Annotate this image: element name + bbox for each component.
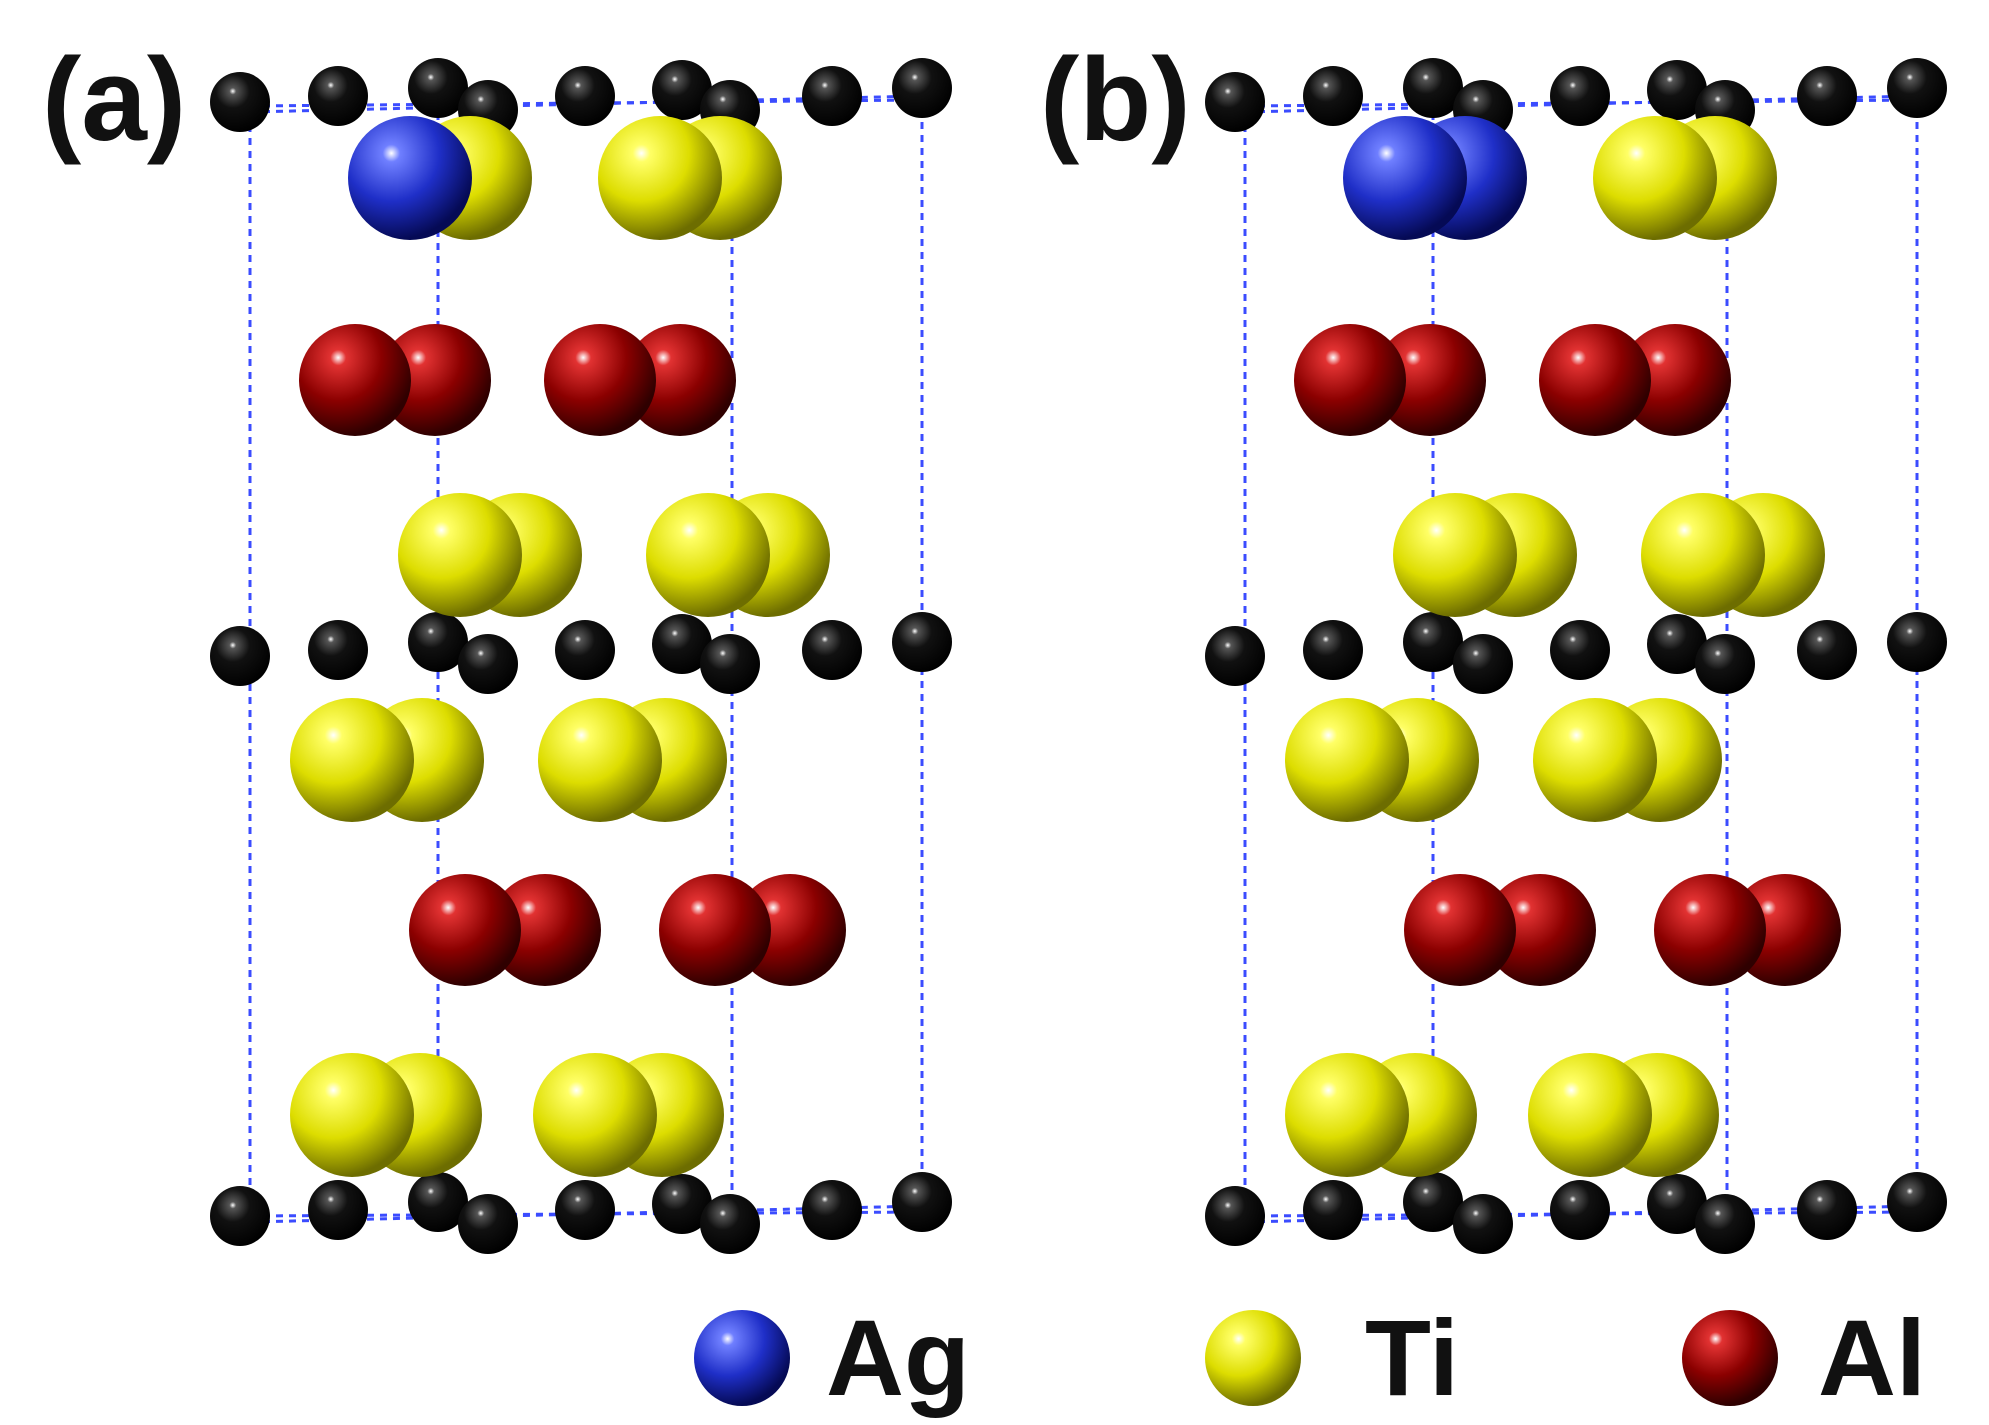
al-atom <box>1619 324 1731 436</box>
ti-atom <box>1641 493 1765 617</box>
c-atom <box>408 1172 468 1232</box>
panel-b-label: (b) <box>1040 34 1191 166</box>
c-atom <box>652 60 712 120</box>
c-atom <box>308 66 368 126</box>
c-atom <box>210 72 270 132</box>
c-atom <box>1303 620 1363 680</box>
c-atom <box>1550 620 1610 680</box>
c-atom <box>210 1186 270 1246</box>
c-atom <box>1695 634 1755 694</box>
legend: Ag Ti Al <box>694 1297 1926 1418</box>
c-atom <box>1205 72 1265 132</box>
al-atom <box>299 324 411 436</box>
c-atom <box>652 614 712 674</box>
c-atom <box>802 620 862 680</box>
ti-atom <box>290 1053 414 1177</box>
c-atom <box>1453 634 1513 694</box>
c-atom <box>1647 614 1707 674</box>
atoms-b <box>1205 58 1947 1254</box>
c-atom <box>1303 1180 1363 1240</box>
c-atom <box>458 634 518 694</box>
legend-item-ti: Ti <box>1205 1297 1459 1418</box>
ti-atom <box>290 698 414 822</box>
ag-atom-icon <box>694 1310 790 1406</box>
atoms-a <box>210 58 952 1254</box>
c-atom <box>892 58 952 118</box>
c-atom <box>802 1180 862 1240</box>
c-atom <box>1887 612 1947 672</box>
ag-atom <box>348 116 472 240</box>
c-atom <box>1797 620 1857 680</box>
al-atom <box>659 874 771 986</box>
c-atom <box>555 66 615 126</box>
c-atom <box>700 1194 760 1254</box>
c-atom <box>802 66 862 126</box>
al-atom <box>624 324 736 436</box>
c-atom <box>1550 1180 1610 1240</box>
ti-atom <box>1285 1053 1409 1177</box>
ti-atom <box>398 493 522 617</box>
c-atom <box>1453 1194 1513 1254</box>
c-atom <box>892 1172 952 1232</box>
al-atom <box>1294 324 1406 436</box>
c-atom <box>1205 1186 1265 1246</box>
ti-atom <box>1393 493 1517 617</box>
c-atom <box>210 626 270 686</box>
al-atom <box>409 874 521 986</box>
ti-atom <box>1593 116 1717 240</box>
panel-a-label: (a) <box>42 34 186 166</box>
c-atom <box>700 634 760 694</box>
legend-item-ag: Ag <box>694 1297 970 1418</box>
al-atom <box>379 324 491 436</box>
c-atom <box>892 612 952 672</box>
al-atom <box>1484 874 1596 986</box>
c-atom <box>1887 1172 1947 1232</box>
c-atom <box>1403 612 1463 672</box>
c-atom <box>652 1174 712 1234</box>
ti-atom <box>598 116 722 240</box>
c-atom <box>408 612 468 672</box>
ti-atom-icon <box>1205 1310 1301 1406</box>
al-atom <box>1404 874 1516 986</box>
al-atom <box>1374 324 1486 436</box>
ti-atom <box>646 493 770 617</box>
c-atom <box>408 58 468 118</box>
ti-atom <box>1528 1053 1652 1177</box>
c-atom <box>1887 58 1947 118</box>
c-atom <box>1403 58 1463 118</box>
c-atom <box>555 620 615 680</box>
al-atom <box>544 324 656 436</box>
c-atom <box>1797 66 1857 126</box>
panel-a: (a) <box>42 34 952 1254</box>
legend-item-al: Al <box>1682 1297 1926 1418</box>
c-atom <box>1647 60 1707 120</box>
c-atom <box>308 1180 368 1240</box>
legend-label-al: Al <box>1818 1297 1926 1418</box>
c-atom <box>458 1194 518 1254</box>
al-atom <box>1539 324 1651 436</box>
c-atom <box>1303 66 1363 126</box>
ti-atom <box>1533 698 1657 822</box>
ti-atom <box>533 1053 657 1177</box>
al-atom-icon <box>1682 1310 1778 1406</box>
c-atom <box>1403 1172 1463 1232</box>
al-atom <box>489 874 601 986</box>
c-atom <box>308 620 368 680</box>
c-atom <box>1647 1174 1707 1234</box>
al-atom <box>1654 874 1766 986</box>
c-atom <box>1550 66 1610 126</box>
panel-b: (b) <box>1040 34 1947 1254</box>
c-atom <box>1797 1180 1857 1240</box>
c-atom <box>1205 626 1265 686</box>
c-atom <box>555 1180 615 1240</box>
ti-atom <box>1285 698 1409 822</box>
ti-atom <box>538 698 662 822</box>
legend-label-ti: Ti <box>1365 1297 1459 1418</box>
legend-label-ag: Ag <box>826 1297 970 1418</box>
ag-atom <box>1343 116 1467 240</box>
c-atom <box>1695 1194 1755 1254</box>
